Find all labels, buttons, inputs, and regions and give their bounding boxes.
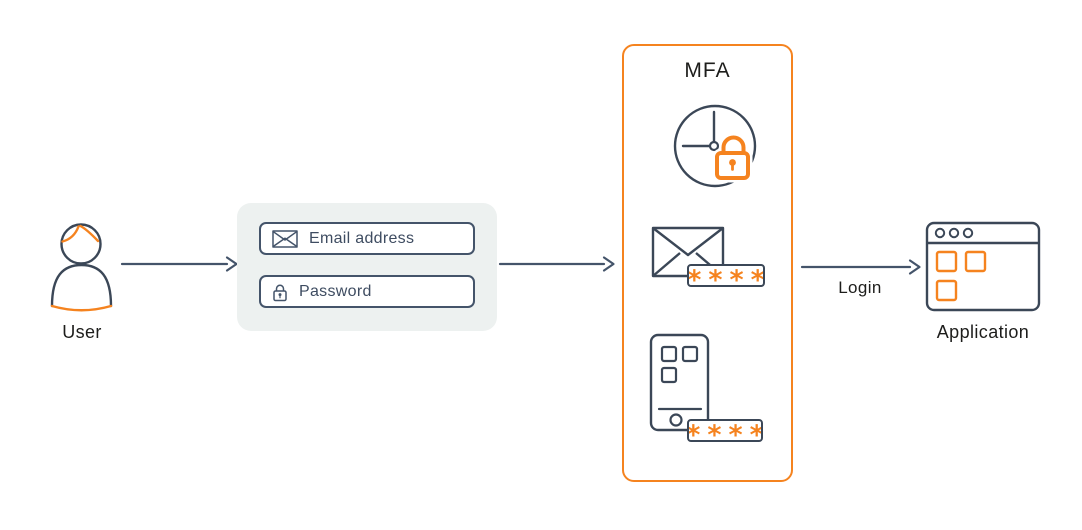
person-icon: [50, 223, 113, 312]
password-field-label: Password: [299, 282, 372, 300]
padlock-icon: [273, 284, 287, 301]
arrow-credentials-to-mfa: [498, 256, 615, 272]
user-label: User: [62, 322, 102, 342]
envelope-icon: [272, 229, 298, 248]
arrow-mfa-to-application: [800, 259, 921, 275]
credentials-panel: Email address Password: [237, 203, 497, 331]
clock-lock-icon: [673, 104, 757, 188]
phone-otp-code-badge: ****: [687, 419, 763, 442]
email-field: Email address: [259, 222, 475, 255]
email-otp-code: ****: [687, 264, 765, 287]
phone-otp-icon: [649, 333, 710, 432]
mfa-title: MFA: [684, 59, 731, 82]
login-edge-label: Login: [838, 278, 882, 297]
application-label: Application: [936, 322, 1030, 342]
browser-window-icon: [925, 221, 1041, 312]
phone-otp-code: ****: [687, 419, 761, 442]
email-otp-code-badge: ****: [687, 264, 765, 287]
arrow-user-to-credentials: [120, 256, 238, 272]
password-field: Password: [259, 275, 475, 308]
email-field-label: Email address: [309, 229, 415, 247]
